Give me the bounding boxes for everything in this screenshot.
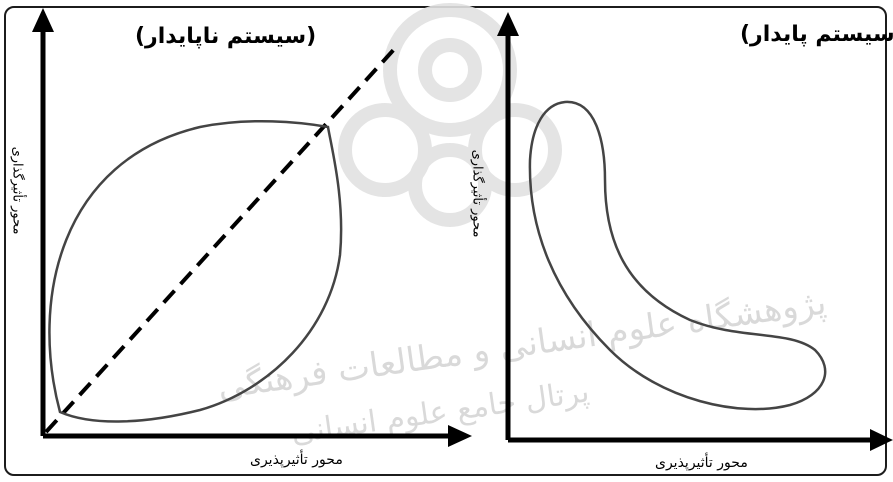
left-axes xyxy=(32,8,472,447)
left-y-axis-label: محور تأثیرگذاری xyxy=(9,146,25,235)
right-y-axis-label: محور تأثیرگذاری xyxy=(469,149,485,238)
right-x-axis-label: محور تأثیرپذیری xyxy=(655,455,748,471)
right-axes xyxy=(497,12,893,451)
figure-frame xyxy=(4,6,887,476)
right-panel-title: (سیستم پایدار) xyxy=(740,22,893,47)
left-diagonal-dashed-line xyxy=(44,43,400,434)
right-stable-curve xyxy=(528,100,827,411)
left-panel-title: (سیستم ناپایدار) xyxy=(135,24,317,49)
left-x-axis-label: محور تأثیرپذیری xyxy=(250,452,343,468)
watermark-emblem xyxy=(338,3,562,227)
left-unstable-curve xyxy=(48,119,343,423)
